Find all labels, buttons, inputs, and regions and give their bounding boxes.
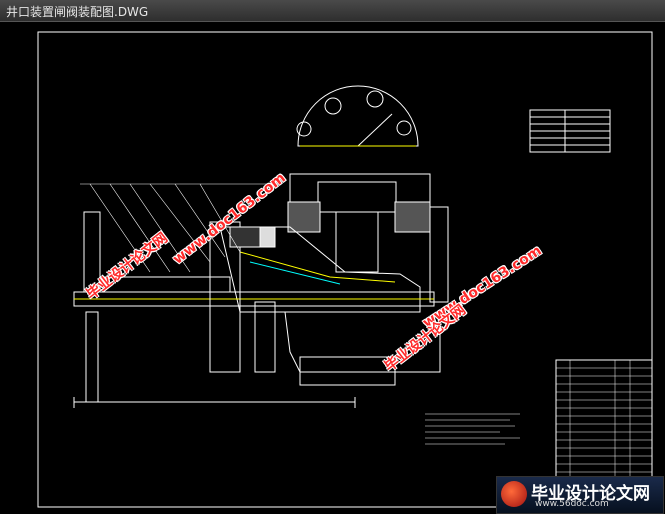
site-logo-icon xyxy=(501,481,527,507)
drawing-border xyxy=(37,31,653,508)
cad-drawing-canvas[interactable] xyxy=(0,22,665,514)
window-title: 井口装置闸阀装配图.DWG xyxy=(6,5,149,19)
window-titlebar: 井口装置闸阀装配图.DWG xyxy=(0,0,665,22)
side-flange xyxy=(429,206,449,303)
site-badge-title: 毕业设计论文网 xyxy=(531,484,650,504)
flange-bolt-circle-view xyxy=(297,85,419,147)
valve-body xyxy=(219,226,421,313)
site-badge: 毕业设计论文网 www.56doc.com xyxy=(496,476,664,514)
valve-gate xyxy=(209,221,241,373)
site-badge-url: www.56doc.com xyxy=(535,499,609,509)
